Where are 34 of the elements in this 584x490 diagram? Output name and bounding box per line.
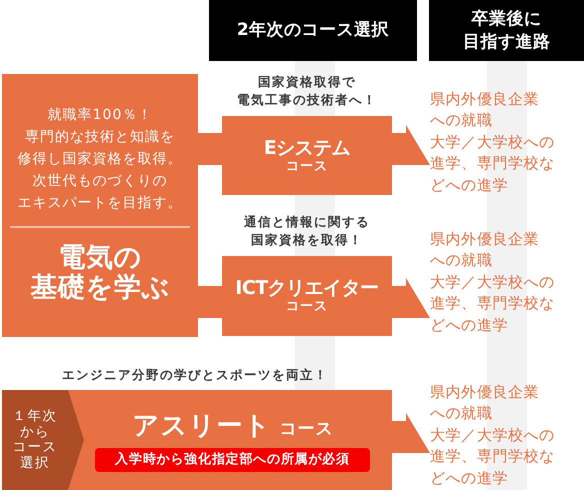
column-header-text: 2年次のコース選択 — [236, 19, 390, 42]
course-title: アスリート — [132, 410, 272, 442]
course-subtitle: コース — [280, 418, 334, 440]
arrow — [392, 125, 430, 165]
chevron-tab — [2, 390, 84, 490]
chevron-text: １年次からコース選択 — [12, 409, 58, 471]
course-tagline: 通信と情報に関する国家資格を取得！ — [243, 213, 371, 249]
connector-band — [198, 286, 222, 318]
notice-text: 入学時から強化指定部への所属が必須 — [115, 451, 350, 469]
column-header-text: 卒業後に目指す進路 — [462, 8, 552, 54]
course-box — [222, 256, 392, 336]
notice-banner — [95, 448, 370, 472]
column-header-bar — [429, 0, 584, 61]
course-subtitle: コース — [286, 299, 328, 315]
connector-band — [198, 133, 222, 165]
course-subtitle: コース — [286, 158, 328, 174]
course-band — [2, 390, 392, 490]
intro-text: 就職率100％！専門的な技術と知識を修得し国家資格を取得。次世代ものづくりのエキスパートを目指す。 — [16, 106, 184, 213]
arrow — [392, 413, 430, 453]
destination-text: 大学／大学校への進学、専門学校などへの進学 — [430, 272, 556, 336]
column-header-bar — [209, 0, 417, 61]
arrow — [392, 278, 430, 318]
intro-panel — [2, 74, 198, 337]
course-tagline: 国家資格取得で電気工事の技術者へ！ — [237, 73, 377, 109]
destination-text: 県内外優良企業への就職 — [430, 229, 540, 272]
destination-text: 県内外優良企業への就職 — [430, 89, 540, 132]
course-title: ICTクリエイター — [235, 277, 379, 299]
destination-text: 大学／大学校への進学、専門学校などへの進学 — [430, 424, 556, 489]
course-title: Eシステム — [264, 136, 350, 158]
intro-heading: 電気の基礎を学ぶ — [29, 243, 171, 303]
destination-text: 県内外優良企業への就職 — [430, 382, 540, 424]
destination-text: 大学／大学校への進学、専門学校などへの進学 — [430, 132, 556, 196]
course-tagline: エンジニア分野の学びとスポーツを両立！ — [61, 366, 329, 384]
course-box — [222, 116, 392, 195]
